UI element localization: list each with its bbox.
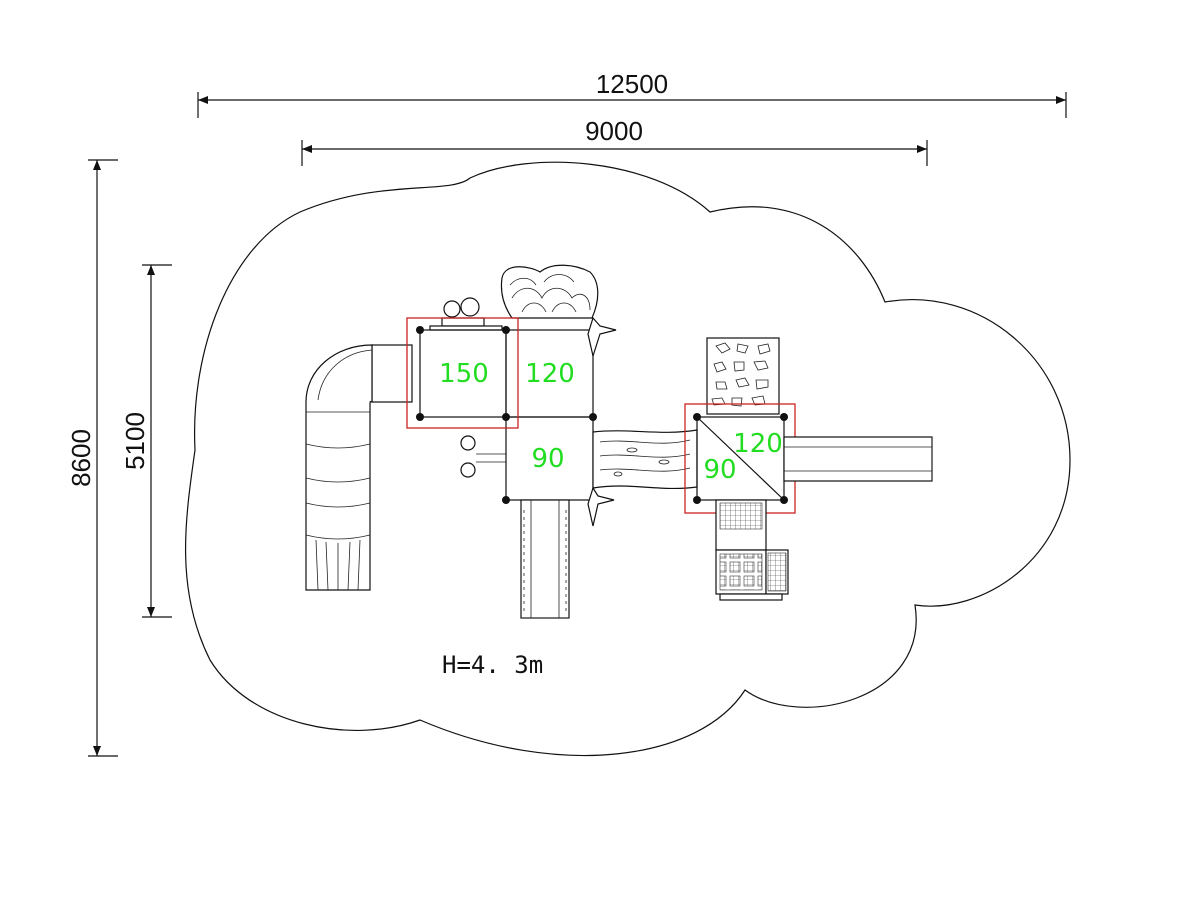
overall-width-label: 12500 bbox=[596, 69, 668, 99]
right-deck-diagonal bbox=[696, 416, 785, 501]
dimension-lines bbox=[88, 92, 1067, 757]
deck-label-120: 120 bbox=[525, 359, 575, 389]
log-bridge bbox=[592, 429, 698, 490]
tube-slide bbox=[305, 344, 413, 591]
post-caps bbox=[587, 316, 617, 527]
deck-label-right-120: 120 bbox=[733, 429, 783, 459]
deck-label-150: 150 bbox=[439, 359, 489, 389]
structure-width-label: 9000 bbox=[585, 116, 643, 146]
rock-climbing-wall bbox=[706, 337, 780, 415]
boulder-climber-top bbox=[500, 264, 599, 319]
steering-wheel-panel bbox=[460, 435, 506, 478]
overall-depth-label: 8600 bbox=[66, 429, 96, 487]
deck-150-highlight bbox=[406, 317, 519, 429]
safety-zone-outline bbox=[184, 161, 1071, 757]
structure-depth-label: 5100 bbox=[120, 412, 150, 470]
corner-posts-right bbox=[693, 413, 788, 504]
deck-label-90: 90 bbox=[531, 444, 564, 474]
straight-slide-bottom bbox=[520, 499, 570, 619]
telescope-panel bbox=[429, 297, 503, 331]
net-climber-steps bbox=[715, 499, 789, 601]
straight-slide-right bbox=[783, 436, 933, 482]
height-note: H=4. 3m bbox=[442, 651, 543, 679]
deck-label-right-90: 90 bbox=[703, 455, 736, 485]
